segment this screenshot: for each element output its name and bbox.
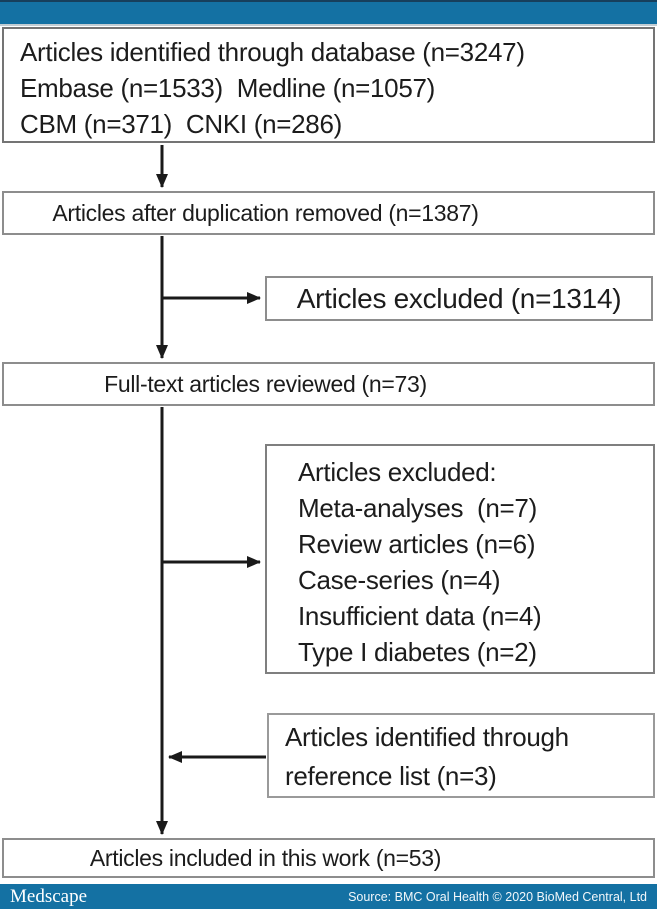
fulltext-label: Full-text articles reviewed (n=73): [104, 370, 427, 397]
excluded-fulltext-meta-analyses: Meta-analyses (n=7): [298, 493, 537, 523]
box-articles-excluded-fulltext: Articles excluded: Meta-analyses (n=7) R…: [265, 444, 655, 674]
box-articles-excluded-screening: Articles excluded (n=1314): [265, 276, 653, 321]
box-fulltext-reviewed: Full-text articles reviewed (n=73): [2, 362, 655, 406]
excluded-fulltext-insufficient-data: Insufficient data (n=4): [298, 601, 542, 631]
identified-line-embase-medline: Embase (n=1533) Medline (n=1057): [20, 73, 436, 103]
source-attribution: Source: BMC Oral Health © 2020 BioMed Ce…: [348, 889, 647, 904]
excluded-fulltext-case-series: Case-series (n=4): [298, 565, 501, 595]
box-after-duplication-removed: Articles after duplication removed (n=13…: [2, 191, 655, 235]
included-label: Articles included in this work (n=53): [89, 844, 442, 871]
box-reference-list: Articles identified through reference li…: [267, 713, 655, 798]
box-articles-identified: Articles identified through database (n=…: [2, 27, 655, 143]
excluded-fulltext-review-articles: Review articles (n=6): [298, 529, 536, 559]
medscape-logo: Medscape: [10, 885, 88, 907]
box-articles-included: Articles included in this work (n=53): [2, 838, 655, 878]
excluded-fulltext-header: Articles excluded:: [298, 457, 497, 487]
footer-bar: Medscape Source: BMC Oral Health © 2020 …: [0, 884, 657, 909]
dedup-label: Articles after duplication removed (n=13…: [52, 199, 479, 226]
top-accent-bar: [0, 0, 657, 24]
excluded-fulltext-type1-diabetes: Type I diabetes (n=2): [298, 637, 537, 667]
excluded-screening-label: Articles excluded (n=1314): [296, 282, 622, 314]
identified-line-total: Articles identified through database (n=…: [20, 37, 525, 67]
reference-list-line-2: reference list (n=3): [285, 761, 497, 791]
identified-line-cbm-cnki: CBM (n=371) CNKI (n=286): [20, 109, 342, 139]
reference-list-line-1: Articles identified through: [285, 722, 569, 752]
